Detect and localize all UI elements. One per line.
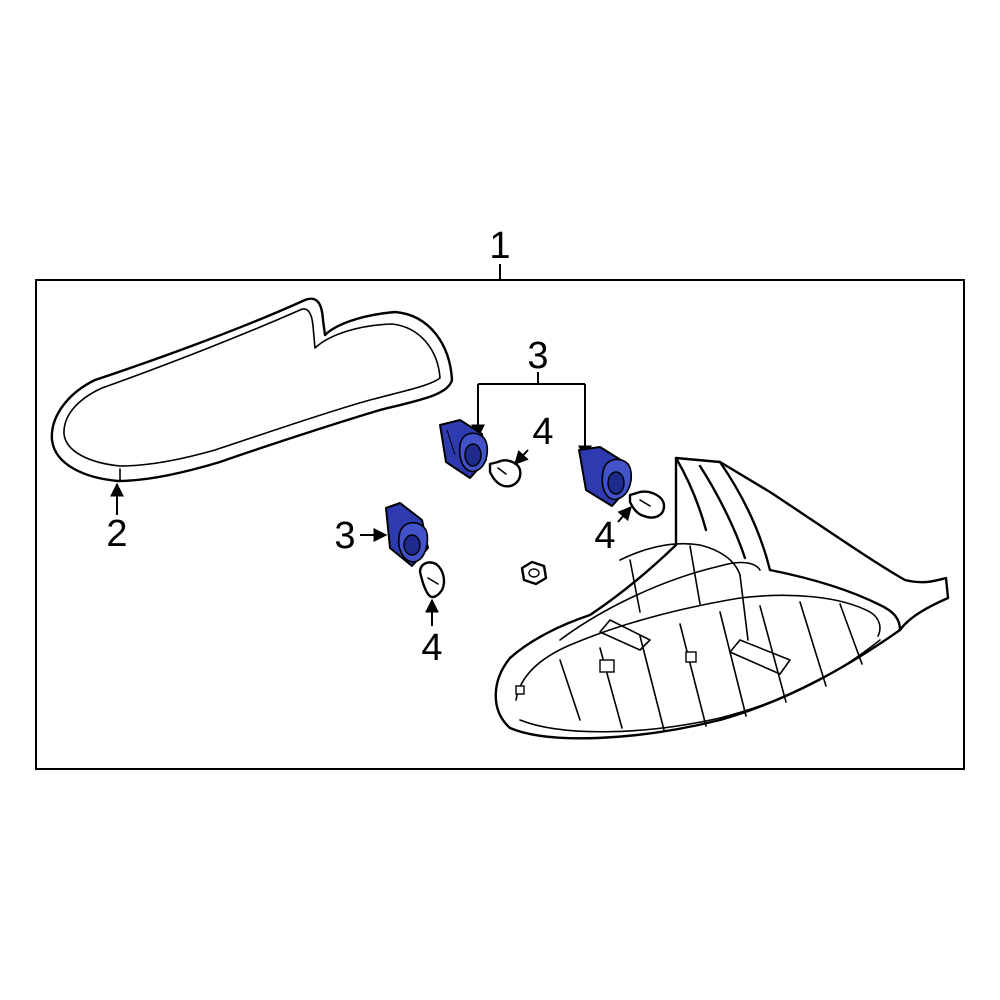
lens-part bbox=[50, 297, 454, 483]
tail-lamp-housing bbox=[494, 456, 950, 740]
bulb-b-leader bbox=[617, 505, 632, 523]
callout-2: 2 bbox=[106, 513, 127, 555]
socket-upper-right bbox=[578, 446, 633, 507]
socket-lower-left bbox=[385, 502, 429, 567]
bulb-upper-right bbox=[628, 490, 666, 519]
callout-1: 1 bbox=[489, 225, 510, 267]
bulb-upper-left bbox=[488, 459, 522, 488]
socket-upper-left bbox=[439, 419, 489, 479]
callout-4-a: 4 bbox=[532, 411, 553, 453]
callout-3-single: 3 bbox=[334, 515, 355, 557]
bulb-lower-left bbox=[418, 561, 446, 599]
socket-group-bracket bbox=[478, 372, 585, 385]
nut bbox=[520, 560, 548, 586]
callout-4-c: 4 bbox=[421, 627, 442, 669]
bulb-a-leader bbox=[514, 449, 529, 466]
callout-4-b: 4 bbox=[594, 515, 615, 557]
callout-3-group: 3 bbox=[527, 335, 548, 377]
